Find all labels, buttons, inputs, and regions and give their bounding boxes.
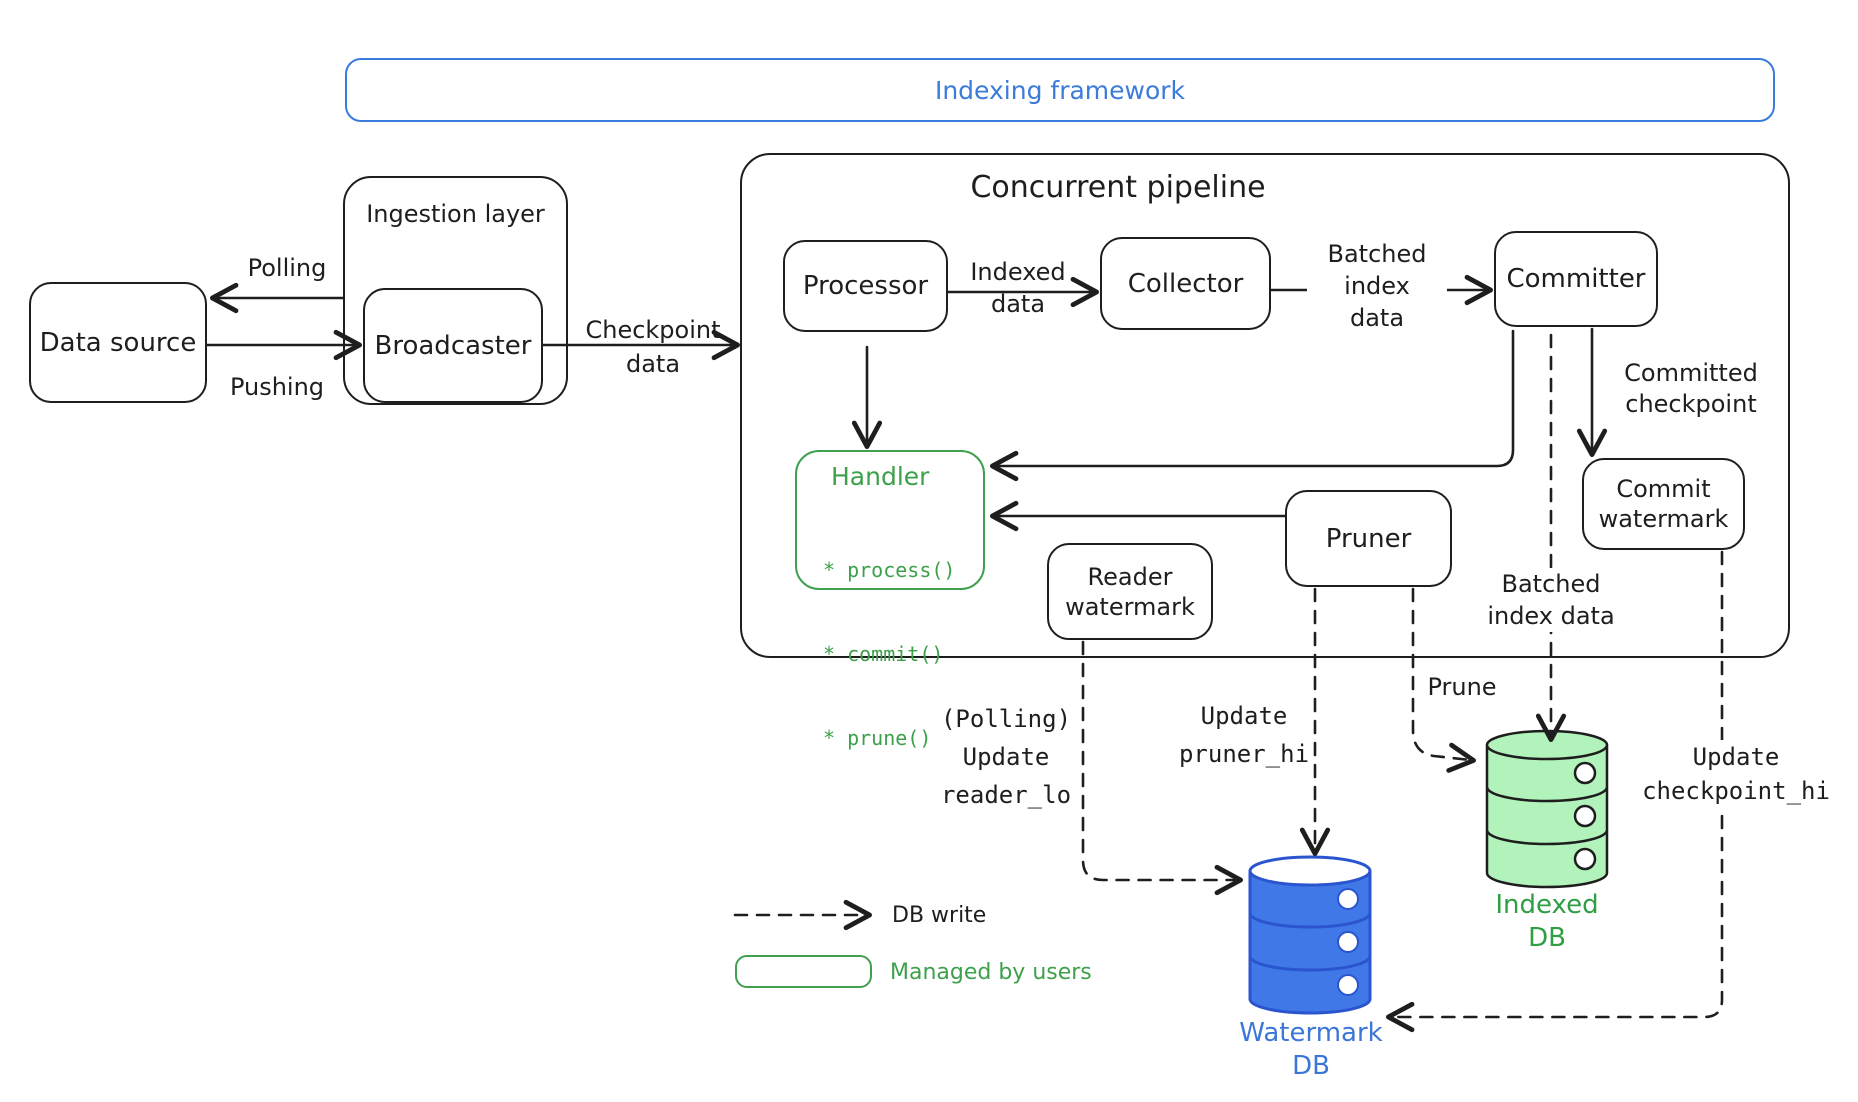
node-handler: Handler * process() * commit() * prune() — [795, 450, 985, 750]
legend-db-write-label: DB write — [892, 903, 987, 928]
node-data-source: Data source — [29, 282, 207, 403]
ingestion-layer-title: Ingestion layer — [366, 200, 545, 228]
node-commit-watermark: Commit watermark — [1582, 458, 1745, 550]
edge-label-polling-update-reader-lo: (Polling) Update reader_lo — [940, 705, 1072, 809]
edge-label-pushing: Pushing — [229, 373, 325, 401]
edge-label-committed-checkpoint: Committed checkpoint — [1624, 359, 1758, 418]
node-pruner: Pruner — [1285, 490, 1452, 587]
node-data-source-label: Data source — [39, 327, 197, 358]
legend-managed-box — [735, 955, 872, 988]
edge-label-prune: Prune — [1427, 673, 1497, 701]
node-processor: Processor — [783, 240, 948, 332]
node-pruner-label: Pruner — [1325, 523, 1412, 554]
node-broadcaster: Broadcaster — [363, 288, 543, 403]
node-handler-title: Handler — [831, 462, 930, 491]
indexing-framework-frame: Indexing framework — [345, 58, 1775, 122]
edge-label-update-pruner-hi: Update pruner_hi — [1178, 702, 1310, 768]
handler-method-commit: * commit() — [823, 642, 944, 666]
node-collector-label: Collector — [1127, 268, 1244, 299]
indexed-db-label: Indexed DB — [1495, 890, 1599, 953]
edge-label-checkpoint-data: Checkpoint data — [585, 316, 721, 378]
watermark-db-cylinder-icon — [1248, 855, 1372, 1015]
node-commit-watermark-label: Commit watermark — [1598, 475, 1729, 533]
node-handler-methods: * process() * commit() * prune() — [823, 500, 955, 808]
watermark-db-label: Watermark DB — [1239, 1018, 1383, 1081]
node-processor-label: Processor — [802, 271, 929, 301]
node-committer-label: Committer — [1506, 264, 1646, 294]
edge-label-indexed-data: Indexed data — [970, 258, 1066, 318]
indexed-db-cylinder-icon — [1485, 729, 1609, 889]
handler-method-prune: * prune() — [823, 726, 932, 750]
handler-method-process: * process() — [823, 558, 956, 582]
concurrent-pipeline-title: Concurrent pipeline — [970, 170, 1266, 205]
edge-label-batched-index-data-top: Batched index data — [1307, 238, 1447, 334]
node-reader-watermark: Reader watermark — [1047, 543, 1213, 640]
edge-label-batched-index-data-bottom: Batched index data — [1461, 568, 1641, 632]
legend-managed-by-users-label: Managed by users — [890, 960, 1092, 985]
edge-label-polling: Polling — [247, 254, 327, 282]
node-collector: Collector — [1100, 237, 1271, 330]
node-committer: Committer — [1494, 231, 1658, 327]
node-broadcaster-label: Broadcaster — [374, 330, 532, 361]
indexing-framework-title: Indexing framework — [934, 75, 1186, 105]
edge-label-update-checkpoint-hi: Update checkpoint_hi — [1626, 740, 1846, 808]
node-reader-watermark-label: Reader watermark — [1065, 562, 1195, 621]
